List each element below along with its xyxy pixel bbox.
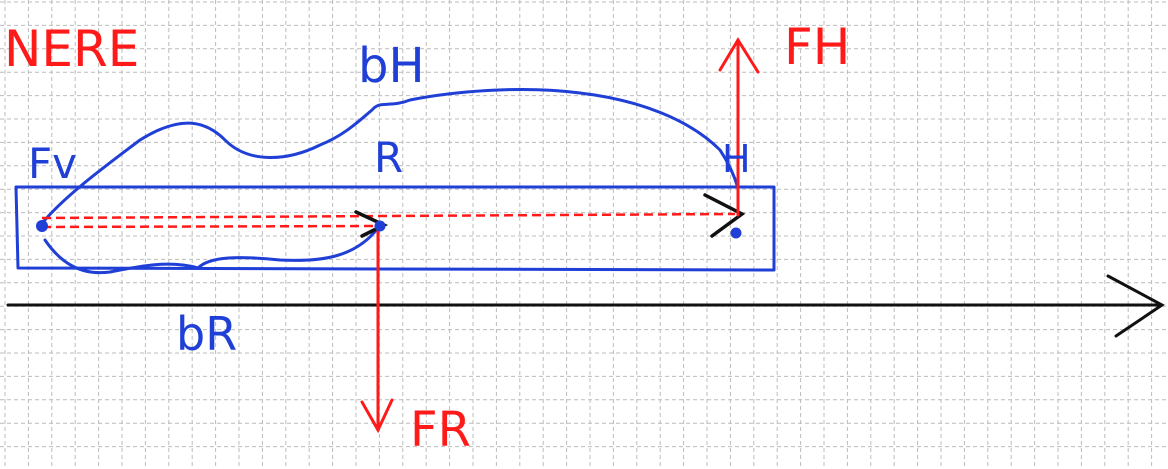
point-h — [730, 227, 742, 239]
br-label: bR — [176, 307, 237, 361]
foot-outline — [14, 87, 776, 275]
force-line — [41, 212, 736, 229]
fr-arrowhead — [360, 398, 394, 434]
fh-label: FH — [784, 18, 850, 76]
foot-lower-curve — [43, 226, 380, 275]
baseline-arrowhead — [1106, 274, 1165, 338]
points — [36, 220, 742, 239]
arrowhead-at-h — [703, 193, 746, 238]
title-label: NERE — [4, 20, 139, 78]
foot-upper-curve — [38, 87, 740, 228]
baseline-axis — [6, 274, 1165, 338]
bh-label: bH — [358, 38, 425, 94]
fv-label: Fv — [28, 139, 77, 188]
h-label: H — [722, 137, 751, 181]
point-r — [374, 220, 386, 232]
point-fv — [36, 220, 48, 232]
force-arrows — [360, 37, 760, 434]
fh-arrowhead — [718, 37, 760, 74]
fr-label: FR — [410, 402, 471, 458]
r-label: R — [374, 133, 403, 182]
dashed-line-upper — [41, 212, 736, 220]
sole-rectangle — [14, 185, 776, 272]
dashed-line-lower — [41, 224, 379, 229]
